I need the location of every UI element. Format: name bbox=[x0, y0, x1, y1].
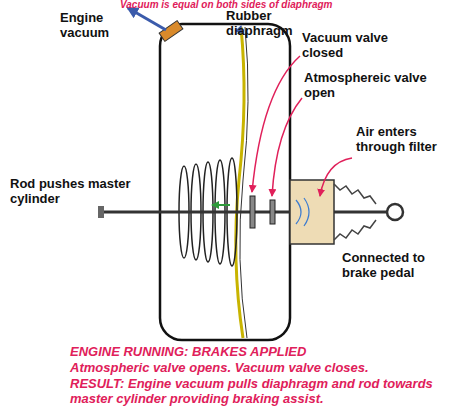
bellows-bottom bbox=[334, 220, 376, 240]
part-label: Vacuum valve closed bbox=[302, 30, 402, 60]
part-label: Air enters through filter bbox=[356, 124, 466, 154]
rod-tip bbox=[98, 206, 104, 218]
diaphragm-edge bbox=[240, 27, 248, 338]
pedal-eye bbox=[387, 204, 403, 220]
leader-line bbox=[320, 158, 352, 196]
leader-line bbox=[252, 56, 300, 192]
push-rod bbox=[100, 211, 388, 214]
part-label: Engine vacuum bbox=[60, 10, 130, 40]
explanation-note: Atmospheric valve opens. Vacuum valve cl… bbox=[70, 360, 470, 375]
header-note: Vacuum is equal on both sides of diaphra… bbox=[120, 0, 440, 11]
booster-housing bbox=[160, 24, 290, 340]
vacuum-arrow bbox=[128, 8, 166, 30]
part-label: Connected to brake pedal bbox=[342, 250, 462, 280]
air-filter bbox=[290, 180, 334, 244]
vacuum-valve bbox=[250, 196, 255, 228]
leader-line bbox=[272, 98, 302, 196]
air-flow bbox=[296, 198, 309, 226]
result-note: RESULT: Engine vacuum pulls diaphragm an… bbox=[70, 376, 440, 406]
bellows-top bbox=[334, 184, 376, 204]
state-heading: ENGINE RUNNING: BRAKES APPLIED bbox=[70, 344, 470, 359]
movement-arrow bbox=[212, 204, 230, 206]
part-label: Atmosphereic valve open bbox=[304, 70, 434, 100]
atmospheric-valve bbox=[270, 200, 275, 224]
part-label: Rod pushes master cylinder bbox=[10, 176, 160, 206]
vacuum-fitting bbox=[159, 21, 183, 42]
